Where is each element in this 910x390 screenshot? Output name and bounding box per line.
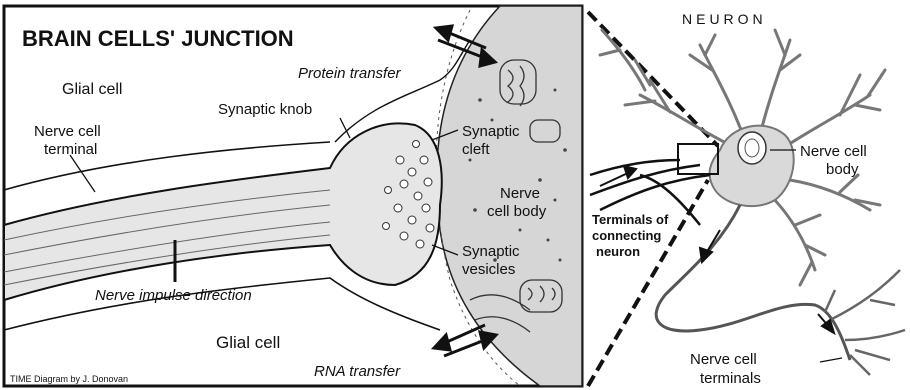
label-nerve-impulse-direction: Nerve impulse direction bbox=[95, 287, 252, 304]
credit-line: TIME Diagram by J. Donovan bbox=[10, 374, 128, 384]
label-nerve-cell-terminals-1: Nerve cell bbox=[690, 351, 757, 368]
label-terminals-connecting-3: neuron bbox=[596, 244, 640, 259]
label-rna-transfer: RNA transfer bbox=[314, 363, 401, 380]
label-terminals-connecting-2: connecting bbox=[592, 228, 661, 243]
label-nerve-cell-body-1: Nerve cell bbox=[800, 143, 867, 160]
label-nerve-cell-terminals-2: terminals bbox=[700, 370, 761, 387]
label-nerve-cell-terminal-1: Nerve cell bbox=[34, 123, 101, 140]
label-nerve-cell-body-1: Nerve bbox=[500, 185, 540, 202]
axon bbox=[656, 205, 850, 360]
label-glial-cell-top: Glial cell bbox=[62, 81, 122, 98]
label-nerve-cell-terminal-2: terminal bbox=[44, 141, 97, 158]
label-nerve-cell-body-2: cell body bbox=[487, 203, 547, 220]
label-synaptic-vesicles-1: Synaptic bbox=[462, 243, 520, 260]
label-glial-cell-bottom: Glial cell bbox=[216, 333, 280, 352]
label-synaptic-knob: Synaptic knob bbox=[218, 101, 312, 118]
neuron-panel: NEURON bbox=[590, 11, 905, 387]
label-nerve-cell-body-2: body bbox=[826, 161, 859, 178]
label-synaptic-cleft-1: Synaptic bbox=[462, 123, 520, 140]
neuron-title: NEURON bbox=[682, 11, 767, 27]
label-synaptic-cleft-2: cleft bbox=[462, 141, 490, 158]
panel-title: BRAIN CELLS' JUNCTION bbox=[22, 26, 294, 51]
label-protein-transfer: Protein transfer bbox=[298, 65, 402, 82]
synapse-panel: BRAIN CELLS' JUNCTION Glial cell Protein… bbox=[4, 6, 582, 386]
label-terminals-connecting-1: Terminals of bbox=[592, 212, 669, 227]
label-synaptic-vesicles-2: vesicles bbox=[462, 261, 515, 278]
nucleus bbox=[738, 132, 766, 164]
